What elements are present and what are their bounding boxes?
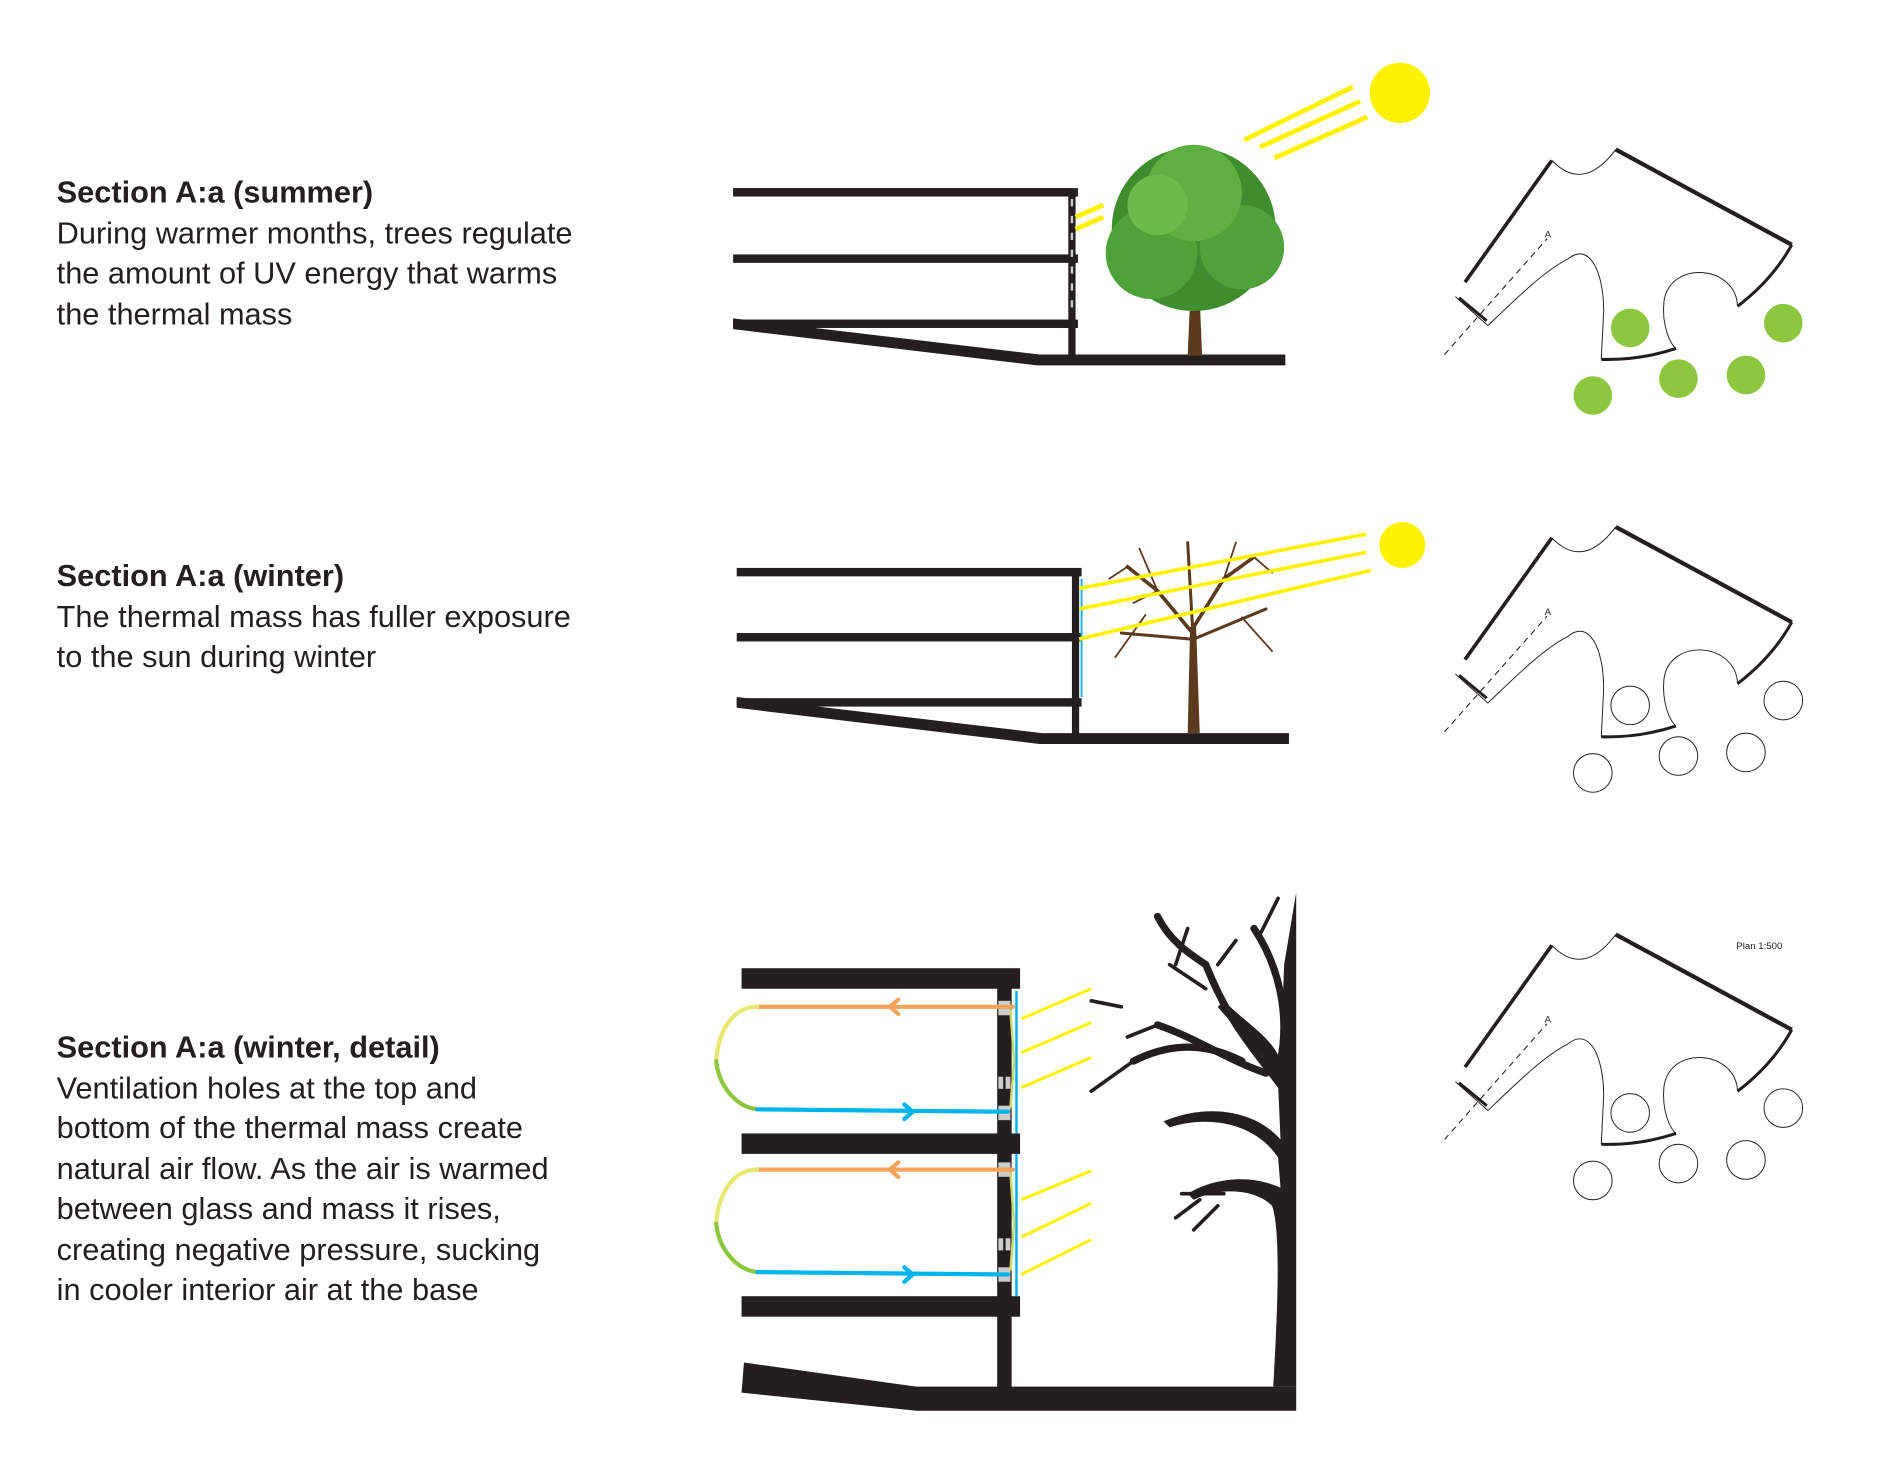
sun-icon: [1379, 522, 1426, 568]
section-description-line: between glass and mass it rises,: [57, 1191, 501, 1226]
section-detail-drawing: [714, 892, 1297, 1411]
section-marker-label: A: [1545, 230, 1552, 241]
section-detail-text: Section A:a (winter, detail) Ventilation…: [57, 1029, 549, 1306]
sun-rays: [1074, 84, 1369, 232]
ventilation-holes: [998, 1000, 1011, 1282]
site-plan-detail: A: [1445, 934, 1804, 1201]
section-description-line: natural air flow. As the air is warmed: [57, 1151, 549, 1186]
site-plan-summer: A: [1445, 150, 1803, 415]
section-title: Section A:a (summer): [57, 175, 374, 210]
sun-rays: [1078, 532, 1372, 641]
section-title: Section A:a (winter, detail): [57, 1029, 440, 1064]
summer-tree: [1105, 144, 1285, 356]
section-title: Section A:a (winter): [57, 558, 344, 593]
sun-icon: [1369, 62, 1431, 123]
tree-markers: [1573, 1088, 1804, 1201]
site-plan-winter: A: [1445, 527, 1804, 793]
section-marker-label: A: [1545, 607, 1552, 618]
section-description-line: the amount of UV energy that warms: [57, 255, 558, 290]
winter-tree: [1108, 541, 1273, 734]
sun-rays: [1020, 987, 1092, 1276]
tree-silhouette: [1089, 892, 1297, 1387]
tree-markers: [1573, 303, 1803, 415]
tree-markers: [1573, 680, 1804, 793]
section-description-line: During warmer months, trees regulate: [57, 216, 573, 251]
section-summer-drawing: [733, 62, 1431, 366]
plan-scale-label: Plan 1:500: [1736, 941, 1782, 952]
section-summer-text: Section A:a (summer) During warmer month…: [57, 175, 573, 332]
section-description-line: in cooler interior air at the base: [57, 1272, 479, 1307]
section-description-line: creating negative pressure, sucking: [57, 1232, 540, 1267]
air-flow-loop: [714, 997, 1016, 1284]
section-description-line: The thermal mass has fuller exposure: [57, 599, 571, 634]
section-description-line: bottom of the thermal mass create: [57, 1110, 523, 1145]
section-winter-text: Section A:a (winter) The thermal mass ha…: [57, 558, 571, 674]
section-winter-drawing: [736, 522, 1426, 744]
section-description-line: Ventilation holes at the top and: [57, 1070, 477, 1105]
section-description-line: the thermal mass: [57, 296, 293, 331]
section-marker-label: A: [1545, 1015, 1552, 1026]
section-description-line: to the sun during winter: [57, 639, 377, 674]
